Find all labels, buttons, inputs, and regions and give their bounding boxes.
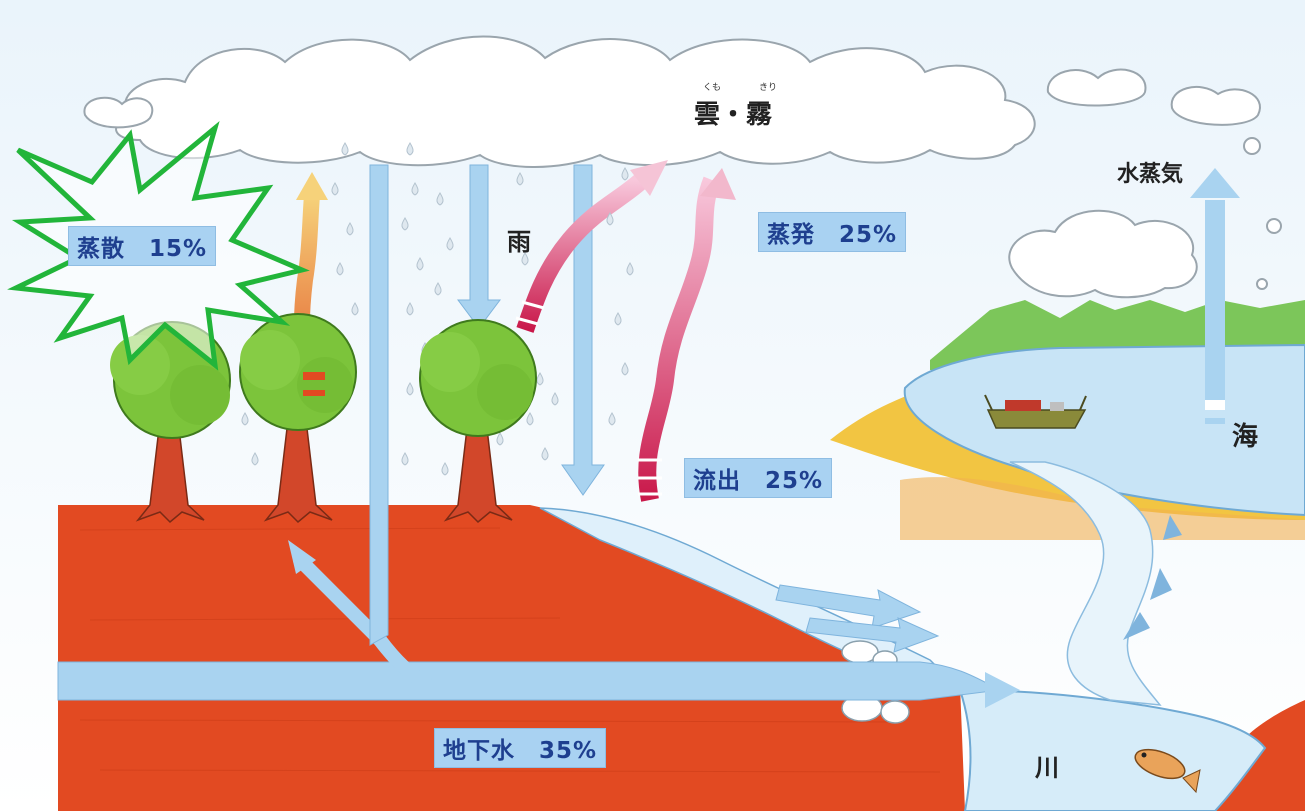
rain-label: 雨 xyxy=(507,228,531,256)
cloud-icon xyxy=(1008,137,1282,299)
boat-icon xyxy=(984,394,1087,429)
tree-icon xyxy=(419,319,537,524)
evaporation-label: 蒸発 25% xyxy=(758,212,907,252)
soil xyxy=(58,505,965,811)
cloud-icon xyxy=(83,35,1261,168)
fish-icon xyxy=(1134,748,1201,794)
groundwater-label: 地下水 35% xyxy=(434,728,607,768)
transpiration-label: 蒸散 15% xyxy=(68,226,217,266)
runoff-label: 流出 25% xyxy=(684,458,833,498)
groundwater-band xyxy=(57,661,1002,701)
water-vapor-label: 水蒸気 xyxy=(1117,162,1184,187)
tree-icon xyxy=(239,313,357,524)
clouds-furigana-1: くも xyxy=(703,83,722,93)
sea xyxy=(903,343,1305,517)
clouds-furigana-2: きり xyxy=(759,83,778,93)
river-label: 川 xyxy=(1035,754,1059,782)
clouds-label: 雲・霧 xyxy=(694,100,773,130)
sea-label: 海 xyxy=(1232,422,1259,452)
